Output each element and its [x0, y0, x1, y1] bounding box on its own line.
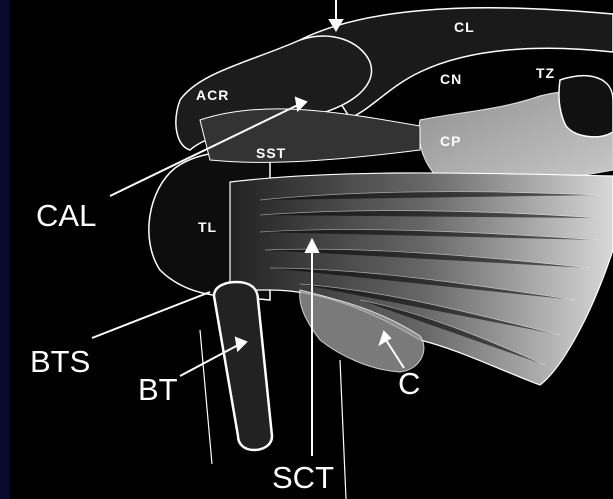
- label-cl: CL: [454, 19, 475, 35]
- label-bt: BT: [138, 372, 178, 407]
- biceps-tendon-groove: [214, 282, 272, 450]
- label-c: C: [398, 366, 420, 401]
- label-bts: BTS: [30, 344, 90, 379]
- shaft-line-left: [200, 330, 212, 464]
- label-cn: CN: [440, 71, 462, 87]
- label-sct: SCT: [272, 460, 334, 495]
- shaft-line-right: [340, 360, 346, 499]
- scapula-hook: [559, 76, 613, 137]
- label-cal: CAL: [36, 198, 96, 233]
- label-tl: TL: [198, 219, 217, 235]
- label-acr: ACR: [196, 87, 229, 103]
- label-tz: TZ: [536, 65, 555, 81]
- label-sst: SST: [256, 145, 286, 161]
- label-cp: CP: [440, 133, 461, 149]
